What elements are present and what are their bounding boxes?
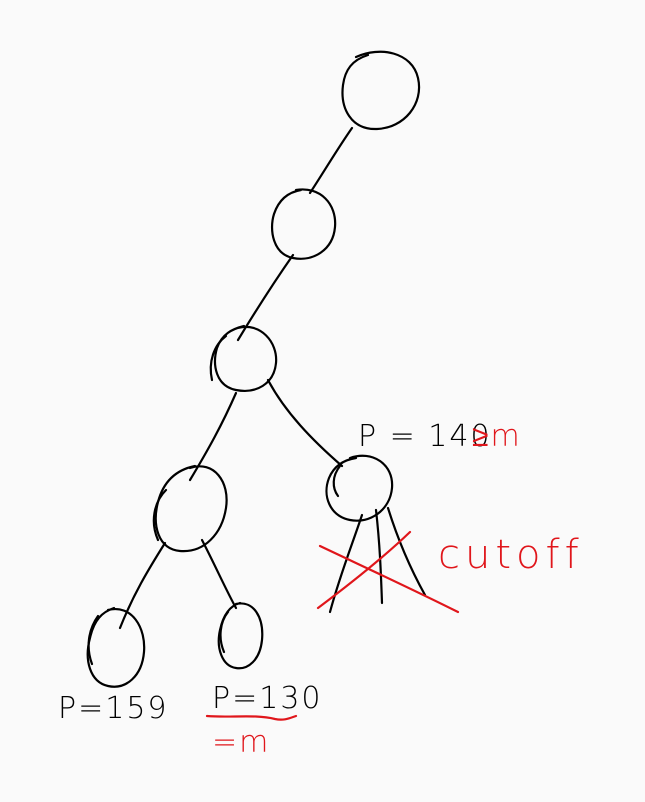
pruned-branch-right xyxy=(386,506,427,597)
edge-root-n2 xyxy=(308,126,354,195)
pruned-branch-left xyxy=(328,513,364,614)
pruned-branch-middle xyxy=(374,508,384,605)
node-leaf-left-overlap xyxy=(87,614,100,666)
node-leaf-left xyxy=(86,606,146,688)
leaf-mid-equals-label: =m xyxy=(212,725,270,760)
edge-n2-n3 xyxy=(236,253,295,342)
node-level3-overlap xyxy=(209,334,228,382)
cutoff-cross-stroke-2 xyxy=(316,530,412,610)
edge-n3-cutoff-node xyxy=(266,378,344,468)
edge-n4-leaf-left xyxy=(118,541,167,630)
node-level3 xyxy=(213,324,278,392)
node-level4 xyxy=(154,464,228,553)
cutoff-text: cutoff xyxy=(438,532,584,578)
node-leaf-mid-overlap xyxy=(219,610,230,654)
leaf-left-p-label: P=159 xyxy=(58,691,169,726)
node-root xyxy=(341,50,421,131)
edge-n4-leaf-mid xyxy=(200,538,238,610)
node-cutoff xyxy=(325,454,394,522)
node-leaf-mid xyxy=(217,601,264,670)
leaf-mid-p-label: P=130 xyxy=(212,681,323,716)
node-cutoff-overlap xyxy=(332,464,342,498)
cutoff-cross-stroke-1 xyxy=(318,544,460,614)
node-level4-overlap xyxy=(152,488,168,542)
underline-leaf-mid xyxy=(205,714,298,721)
cutoff-node-compare-label: ≥m xyxy=(472,419,522,454)
edge-n3-n4 xyxy=(188,391,238,482)
node-level2 xyxy=(270,188,337,260)
cutoff-node-p-label: P = 140 xyxy=(358,419,492,454)
